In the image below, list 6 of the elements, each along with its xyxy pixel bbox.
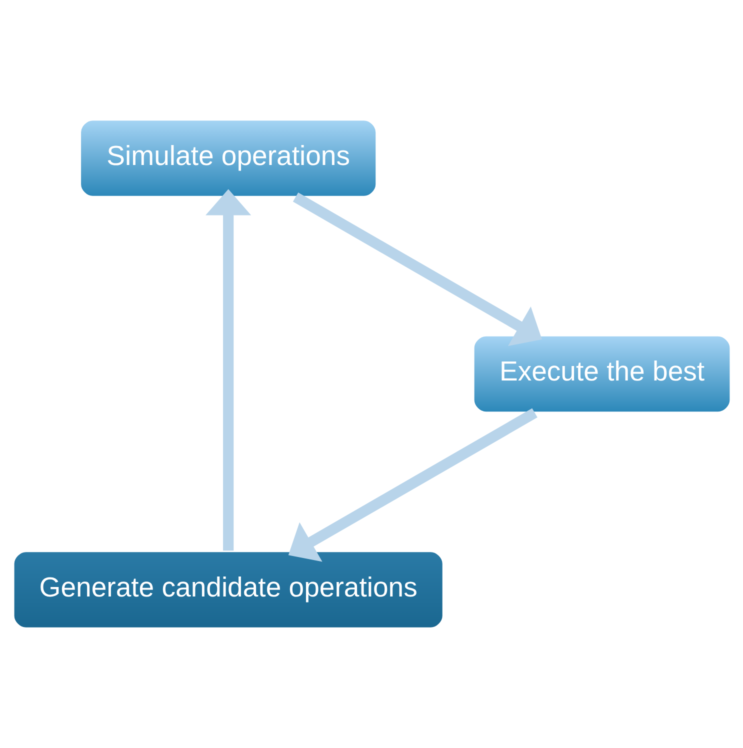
arrow xyxy=(292,192,542,346)
arrow xyxy=(205,189,251,551)
arrow xyxy=(288,408,537,562)
node-box: Simulate operations xyxy=(78,118,378,198)
node-box: Generate candidate operations xyxy=(12,550,444,630)
node-box: Execute the best xyxy=(472,334,732,414)
